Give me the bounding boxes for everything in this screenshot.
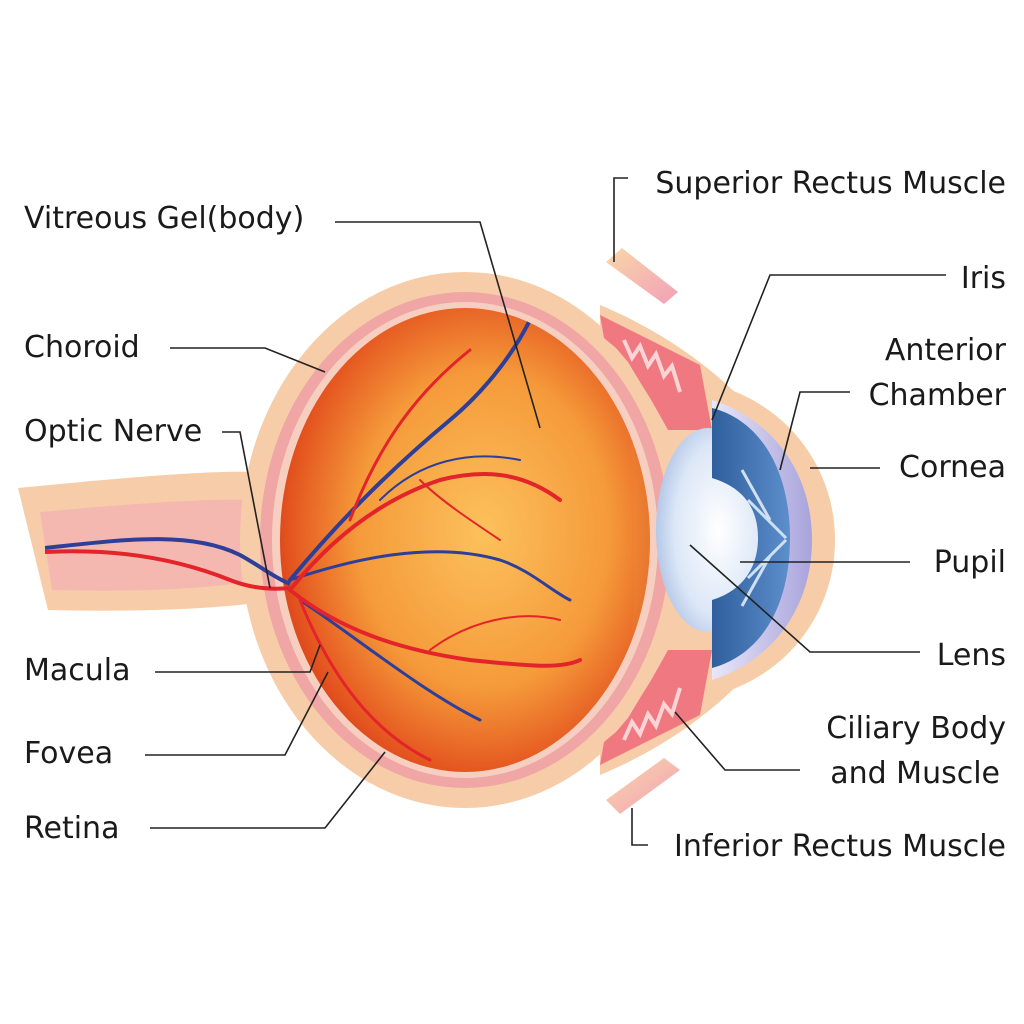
leader-lines: [145, 177, 946, 846]
label-choroid: Choroid: [24, 330, 140, 365]
label-ciliary-1: Ciliary Body: [826, 711, 1006, 746]
label-ciliary-2: and Muscle: [830, 756, 1000, 791]
label-anterior-chamber-2: Chamber: [869, 378, 1007, 413]
iris-rays: [740, 469, 788, 607]
label-vitreous-gel: Vitreous Gel(body): [24, 201, 304, 236]
label-fovea: Fovea: [24, 736, 113, 771]
label-macula: Macula: [24, 653, 131, 688]
vessels: [288, 318, 582, 762]
label-retina: Retina: [24, 811, 119, 846]
ciliary-body-upper: [600, 315, 712, 430]
label-iris: Iris: [961, 261, 1006, 296]
iris-shape: [712, 408, 790, 668]
ciliary-folds-upper: [622, 339, 682, 393]
label-optic-nerve: Optic Nerve: [24, 414, 202, 449]
vitreous-body: [280, 308, 650, 772]
ciliary-body-lower: [600, 650, 712, 765]
superior-rectus-shape: [606, 248, 678, 304]
inferior-rectus-shape: [606, 758, 680, 814]
label-anterior-chamber-1: Anterior: [885, 333, 1007, 368]
label-superior-rectus: Superior Rectus Muscle: [655, 166, 1006, 201]
optic-nerve-vessels: [44, 537, 291, 591]
label-cornea: Cornea: [899, 450, 1006, 485]
label-pupil: Pupil: [934, 545, 1006, 580]
ciliary-folds-lower: [622, 687, 682, 741]
label-inferior-rectus: Inferior Rectus Muscle: [674, 829, 1006, 864]
label-lens: Lens: [937, 638, 1006, 673]
